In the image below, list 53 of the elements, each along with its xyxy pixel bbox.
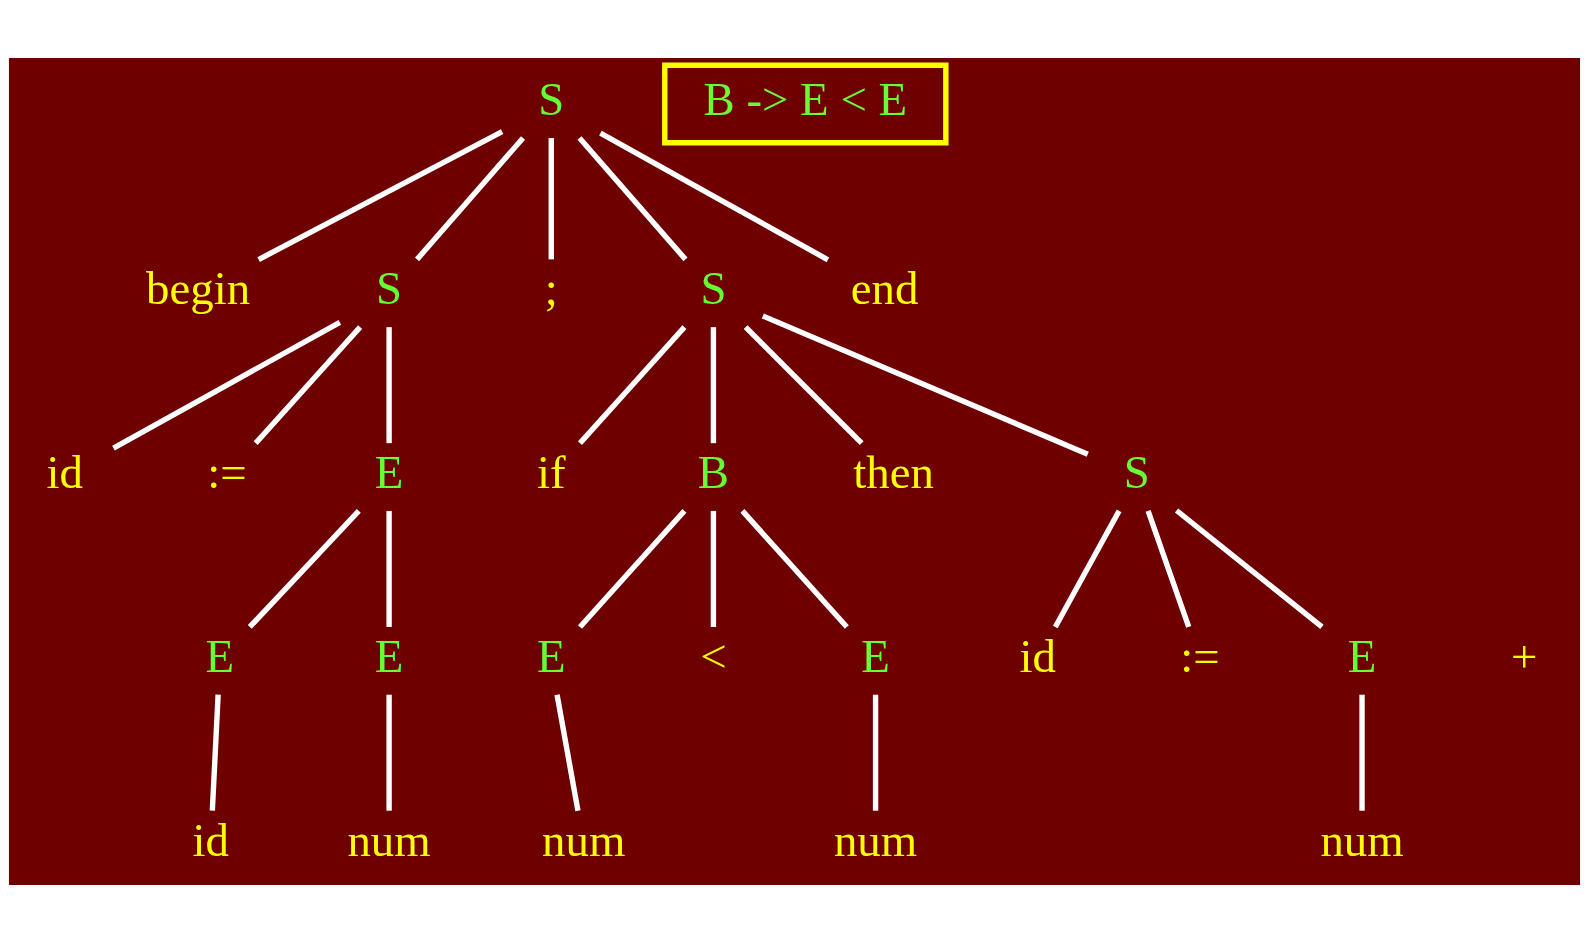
- node-text: E: [374, 446, 404, 499]
- connector: [578, 325, 687, 445]
- connector: [1145, 510, 1192, 628]
- connector: [1052, 509, 1122, 629]
- node-text: E: [374, 630, 404, 683]
- connector: [710, 510, 717, 627]
- connector: [386, 694, 392, 811]
- node-text: ;: [544, 262, 558, 315]
- connector: [209, 694, 221, 811]
- connector: [548, 138, 554, 260]
- node-text: E: [205, 630, 235, 683]
- node-text: id: [192, 813, 229, 866]
- connector: [761, 313, 1089, 457]
- node-text: <: [700, 630, 727, 683]
- node-text: num: [833, 813, 918, 866]
- node-text: E: [536, 630, 566, 683]
- connector: [599, 130, 830, 263]
- node-text: +: [1510, 630, 1538, 683]
- node-text: end: [850, 262, 919, 315]
- node-text: S: [1123, 446, 1150, 499]
- connector: [578, 509, 687, 629]
- node-text: E: [1347, 630, 1377, 683]
- node-text: S: [700, 262, 727, 315]
- connector: [577, 136, 688, 262]
- connector: [253, 325, 363, 445]
- connector: [554, 694, 581, 812]
- node-box: B -> E < E: [662, 62, 949, 146]
- connector: [247, 509, 361, 629]
- connector: [112, 319, 342, 451]
- connector: [386, 327, 392, 444]
- node-text: num: [542, 813, 626, 866]
- node-text: :=: [207, 446, 247, 499]
- node-text: begin: [146, 262, 251, 315]
- connector: [257, 129, 504, 262]
- node-text: num: [1320, 813, 1404, 866]
- node-text: B: [697, 446, 730, 499]
- node-text: :=: [1180, 630, 1220, 683]
- connector: [386, 510, 392, 627]
- connector: [872, 694, 879, 811]
- node-text: then: [853, 446, 934, 499]
- connector: [710, 327, 717, 444]
- node-text: num: [347, 813, 431, 866]
- connector: [743, 325, 864, 446]
- node-text: S: [376, 262, 403, 315]
- node-text: id: [1019, 630, 1056, 683]
- connector: [1359, 694, 1365, 811]
- connector: [740, 509, 849, 629]
- node-text: id: [46, 446, 84, 499]
- node-text: if: [536, 446, 566, 499]
- connector: [415, 136, 526, 262]
- node-text: E: [861, 630, 890, 683]
- node-text: S: [538, 73, 565, 126]
- connector: [1174, 508, 1324, 629]
